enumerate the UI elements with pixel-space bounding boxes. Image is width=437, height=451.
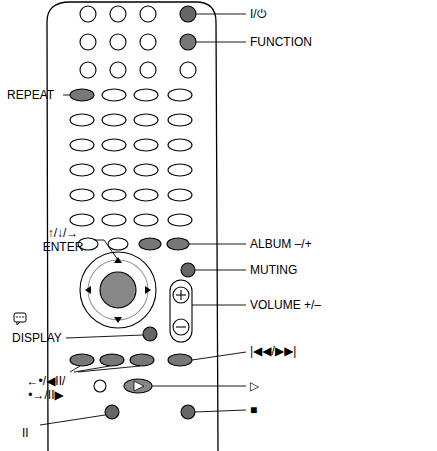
callout-label: REPEAT bbox=[7, 88, 54, 102]
callout-label: |◀◀/▶▶| bbox=[250, 344, 296, 358]
callout-label: DISPLAY bbox=[12, 331, 62, 345]
callout-label: ALBUM –/+ bbox=[250, 237, 312, 251]
callout-label: VOLUME +/– bbox=[250, 298, 321, 312]
callout-label: FUNCTION bbox=[250, 35, 312, 49]
callout-label: ←•/◀II/ •→/II▶ bbox=[8, 374, 84, 402]
callout-label: MUTING bbox=[250, 263, 297, 277]
callout-label: ↑/↓/→ ENTER bbox=[34, 226, 92, 254]
callout-label: I/⏻ bbox=[250, 7, 266, 21]
callout-label: ▷ bbox=[250, 379, 259, 393]
callout-label: ■ bbox=[250, 403, 257, 417]
callout-label: II bbox=[22, 426, 29, 440]
